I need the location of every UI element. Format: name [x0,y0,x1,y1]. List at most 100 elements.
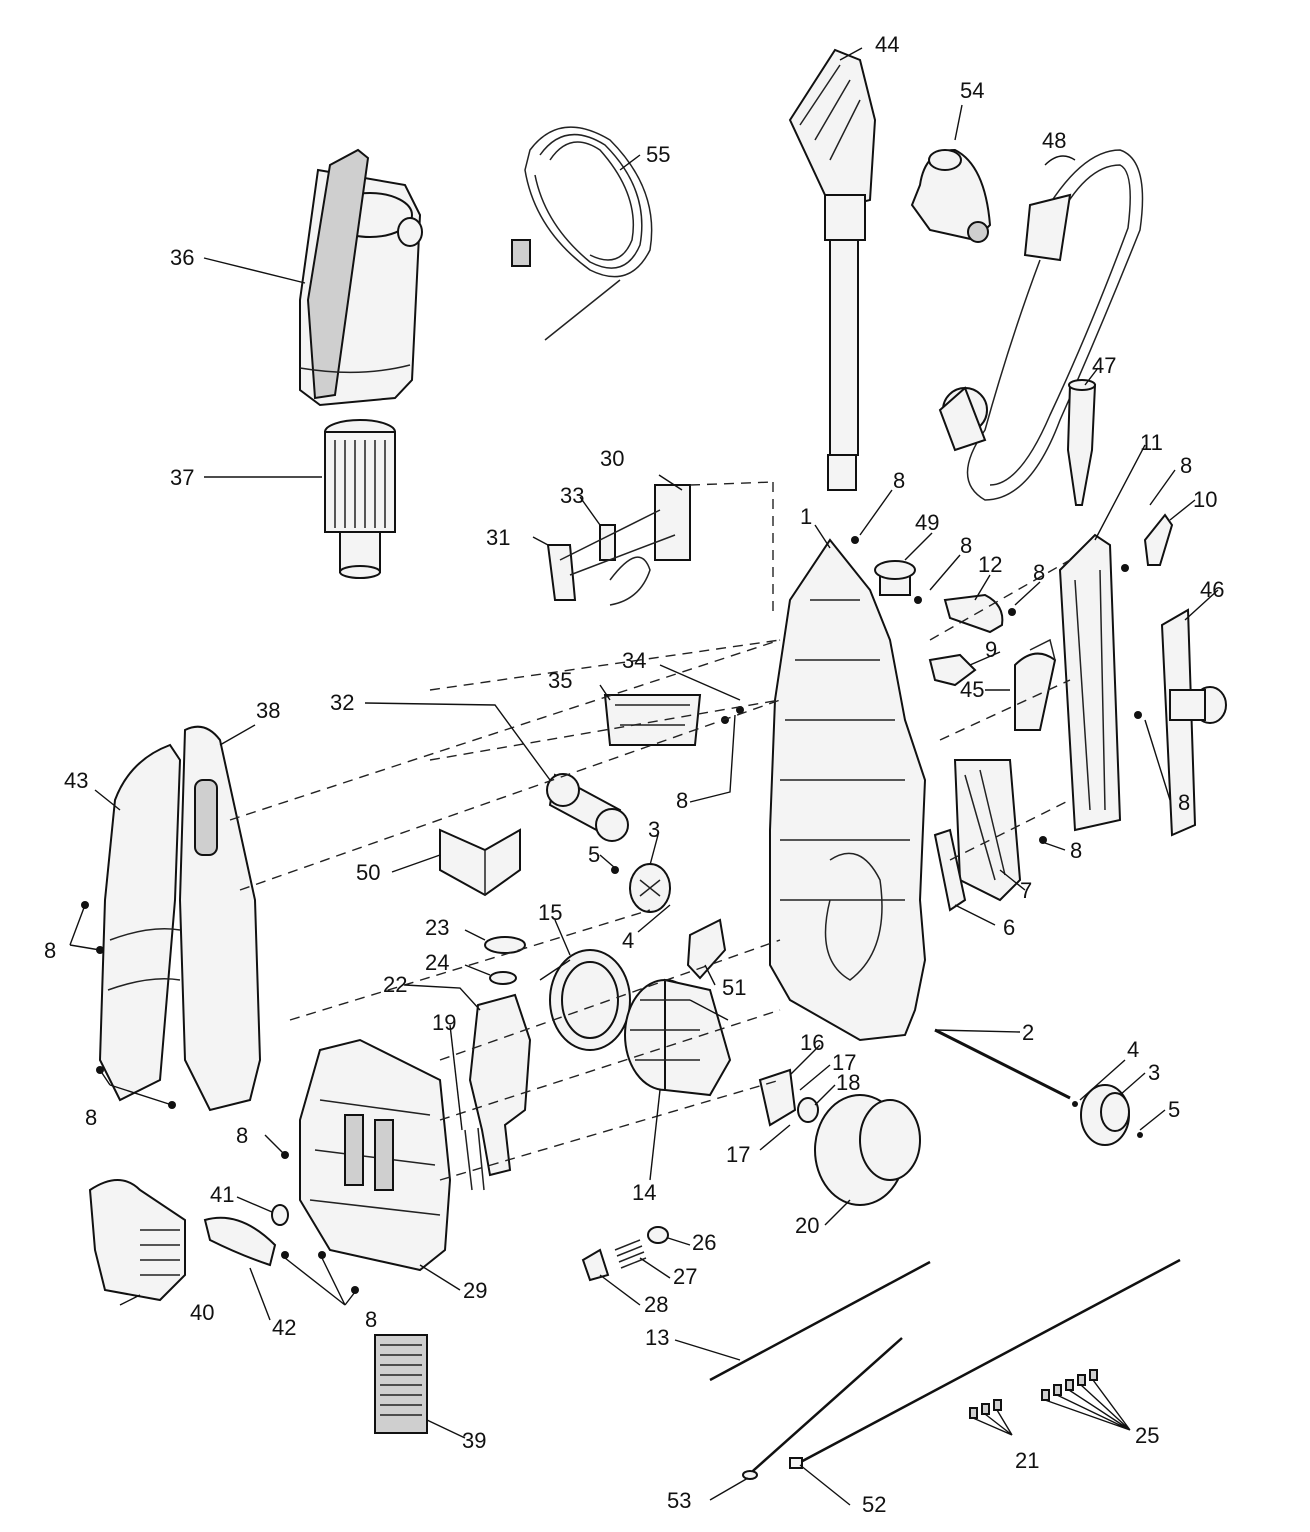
label-7: 7 [1020,878,1032,903]
label-31: 31 [486,525,510,550]
label-5-b: 5 [1168,1097,1180,1122]
label-33: 33 [560,483,584,508]
part-51-bracket [686,918,727,980]
part-42-cover [203,1216,277,1267]
label-26: 26 [692,1230,716,1255]
part-3-wheel-left [629,863,671,913]
part-52-rod [789,1258,1181,1469]
label-22: 22 [383,972,407,997]
label-9: 9 [985,637,997,662]
label-30: 30 [600,446,624,471]
part-46-floor-tool [1160,608,1227,837]
label-52: 52 [862,1492,886,1517]
leader-lines [69,47,1219,1506]
part-36-dirt-cup [299,148,423,407]
label-47: 47 [1092,353,1116,378]
label-29: 29 [463,1278,487,1303]
label-20: 20 [795,1213,819,1238]
label-51: 51 [722,975,746,1000]
part-3-wheel-right [1080,1084,1130,1146]
label-8-j: 8 [236,1123,248,1148]
label-4-a: 4 [622,928,634,953]
label-37: 37 [170,465,194,490]
part-54-nozzle-tool [910,148,992,243]
part-55-power-cord [511,126,653,341]
label-8-a: 8 [1180,453,1192,478]
label-32: 32 [330,690,354,715]
label-24: 24 [425,950,449,975]
label-16: 16 [800,1030,824,1055]
label-3-b: 3 [1148,1060,1160,1085]
part-35-tray [603,694,702,746]
part-25-screws [1041,1369,1098,1401]
part-16-motor-cap [758,1068,797,1127]
label-40: 40 [190,1300,214,1325]
label-23: 23 [425,915,449,940]
label-13: 13 [645,1325,669,1350]
label-17-a: 17 [832,1050,856,1075]
label-8-i: 8 [85,1105,97,1130]
label-17-b: 17 [726,1142,750,1167]
label-19: 19 [432,1010,456,1035]
part-28-clip [581,1248,610,1282]
part-labels: 44 54 48 55 36 47 11 30 8 37 8 33 10 1 4… [44,32,1224,1517]
part-45-elbow [1014,638,1057,731]
label-12: 12 [978,552,1002,577]
part-18-bearing [797,1097,819,1123]
label-8-d: 8 [1033,560,1045,585]
label-8-e: 8 [676,788,688,813]
label-18: 18 [836,1070,860,1095]
label-8-f: 8 [1178,790,1190,815]
label-45: 45 [960,677,984,702]
part-24-disc [489,971,517,985]
part-22-duct [468,993,532,1177]
label-3-a: 3 [648,817,660,842]
part-48-hose [938,149,1144,501]
part-15-seal-ring [549,949,631,1051]
label-35: 35 [548,668,572,693]
label-38: 38 [256,698,280,723]
part-13-rod [709,1260,931,1382]
part-7-side-panel [953,759,1022,902]
label-55: 55 [646,142,670,167]
label-8-k: 8 [365,1307,377,1332]
part-21-screws [969,1399,1002,1419]
label-2: 2 [1022,1020,1034,1045]
part-26-cap [647,1226,669,1244]
label-50: 50 [356,860,380,885]
label-46: 46 [1200,577,1224,602]
part-49-grommet [874,560,916,580]
screw-8-markers [81,536,1143,1294]
label-21: 21 [1015,1448,1039,1473]
label-43: 43 [64,768,88,793]
label-34: 34 [622,648,646,673]
part-14-motor [624,978,732,1097]
label-49: 49 [915,510,939,535]
label-27: 27 [673,1264,697,1289]
part-30-switch-assembly [546,484,691,606]
part-23-washer [484,936,526,954]
part-37-filter [324,419,396,579]
label-14: 14 [632,1180,656,1205]
part-27-spring [614,1239,647,1269]
part-9-bracket [928,653,977,687]
part-38-front-cover [178,725,262,1112]
part-40-bottom-plate [88,1179,186,1302]
part-2-axle [934,1028,1071,1100]
label-42: 42 [272,1315,296,1340]
part-6-small-panel [933,828,967,912]
part-20-motor-cover [814,1094,921,1206]
label-15: 15 [538,900,562,925]
label-10: 10 [1193,487,1217,512]
label-39: 39 [462,1428,486,1453]
label-11: 11 [1140,430,1163,455]
label-44: 44 [875,32,899,57]
part-50-label [439,828,521,897]
part-44-wand [788,48,877,491]
label-5-a: 5 [588,842,600,867]
label-8-c: 8 [960,533,972,558]
part-43-cover-trim [98,743,182,1102]
part-47-crevice-tool [1066,379,1097,506]
label-25: 25 [1135,1423,1159,1448]
